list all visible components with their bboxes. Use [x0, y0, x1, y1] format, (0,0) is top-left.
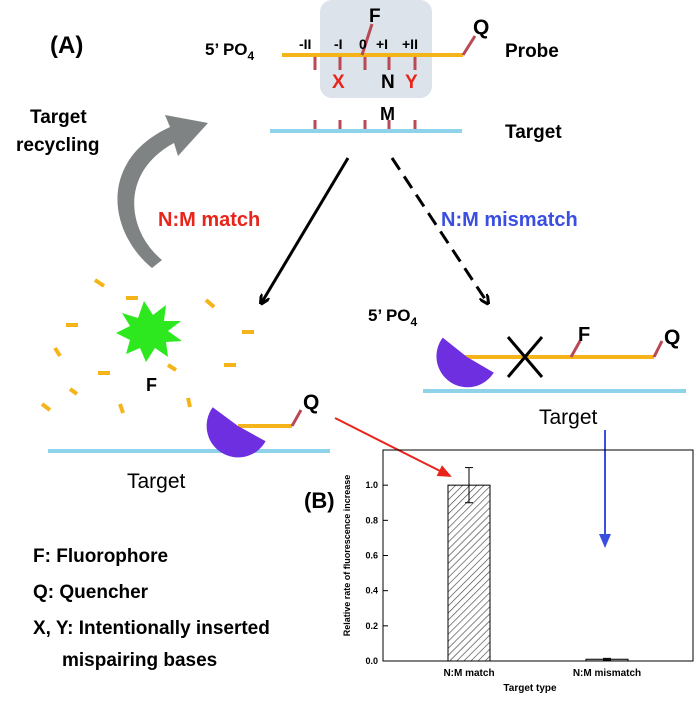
- mismatch-quencher-linker: [652, 340, 664, 358]
- probe-five-prime-label: 5’ PO4: [205, 40, 255, 63]
- probe-position-minus-1: -I: [334, 36, 343, 52]
- y-tick-label-1: 0.2: [365, 621, 378, 631]
- legend-mispair-line2: mispairing bases: [62, 650, 217, 671]
- probe-quencher-label: Q: [473, 16, 489, 39]
- x-tick-label-0: N:M match: [443, 668, 494, 679]
- mismatch-target-label: Target: [539, 406, 598, 429]
- mismatch-five-prime-label: 5’ PO4: [368, 306, 418, 329]
- y-axis-label: Relative rate of fluorescence increase: [342, 475, 352, 637]
- y-tick-label-3: 0.6: [365, 551, 378, 561]
- mismatch-fluor-linker: [569, 340, 582, 358]
- target-strand: [270, 120, 462, 133]
- probe-label: Probe: [505, 41, 559, 62]
- mispair-y-label: Y: [405, 72, 418, 93]
- center-base-n-label: N: [381, 72, 395, 93]
- cleavage-site-highlight: [320, 0, 432, 98]
- match-fluorophore-label: F: [146, 375, 157, 395]
- legend-fluorophore: F: Fluorophore: [33, 546, 168, 567]
- panel-b-label: (B): [304, 488, 335, 513]
- recycling-label-line1: Target: [30, 107, 87, 128]
- match-arrow: [262, 157, 350, 302]
- recycling-arrow-icon: [117, 115, 208, 268]
- probe-position-plus-1: +I: [376, 36, 388, 52]
- match-quencher-label: Q: [303, 391, 319, 414]
- y-tick-label-4: 0.8: [365, 515, 378, 525]
- y-tick-label-5: 1.0: [365, 480, 378, 490]
- target-base-m-label: M: [380, 104, 395, 124]
- y-tick-label-2: 0.4: [365, 586, 378, 596]
- probe-strand: [282, 23, 477, 70]
- mismatch-arrow: [390, 157, 487, 302]
- probe-fluorophore-label: F: [369, 6, 381, 27]
- match-quencher-linker: [290, 409, 303, 427]
- plot-frame: [382, 449, 694, 662]
- probe-position-zero: 0: [359, 36, 367, 52]
- match-to-bar-arrow: [334, 417, 452, 477]
- mismatch-label: N:M mismatch: [441, 209, 578, 231]
- legend-mispair-line1: X, Y: Intentionally inserted: [33, 618, 270, 639]
- x-axis-label: Target type: [503, 683, 557, 694]
- x-tick-label-1: N:M mismatch: [573, 668, 641, 679]
- legend-quencher: Q: Quencher: [33, 582, 149, 603]
- mismatch-quencher-label: Q: [664, 326, 680, 349]
- y-tick-label-0: 0.0: [365, 656, 378, 666]
- no-cleavage-cross-icon: [506, 336, 544, 378]
- bar-0: [447, 484, 491, 662]
- match-label: N:M match: [158, 209, 260, 231]
- mispair-x-label: X: [332, 72, 345, 93]
- match-target-label: Target: [127, 470, 186, 493]
- mismatch-nuclease-icon: [436, 337, 494, 388]
- mismatch-fluorophore-label: F: [578, 324, 590, 346]
- probe-position-minus-2: -II: [299, 36, 311, 52]
- target-label: Target: [505, 122, 562, 143]
- panel-a-label: (A): [50, 32, 83, 59]
- fluorophore-burst-icon: [116, 301, 182, 362]
- recycling-label-line2: recycling: [16, 135, 99, 156]
- match-nuclease-icon: [206, 407, 266, 458]
- fluorescence-bar-chart: 0.0 0.2 0.4 0.6 0.8 1.0N:M match N:M mismatchT…: [342, 449, 694, 694]
- cleaved-fragments: [40, 278, 254, 414]
- probe-position-plus-2: +II: [402, 36, 418, 52]
